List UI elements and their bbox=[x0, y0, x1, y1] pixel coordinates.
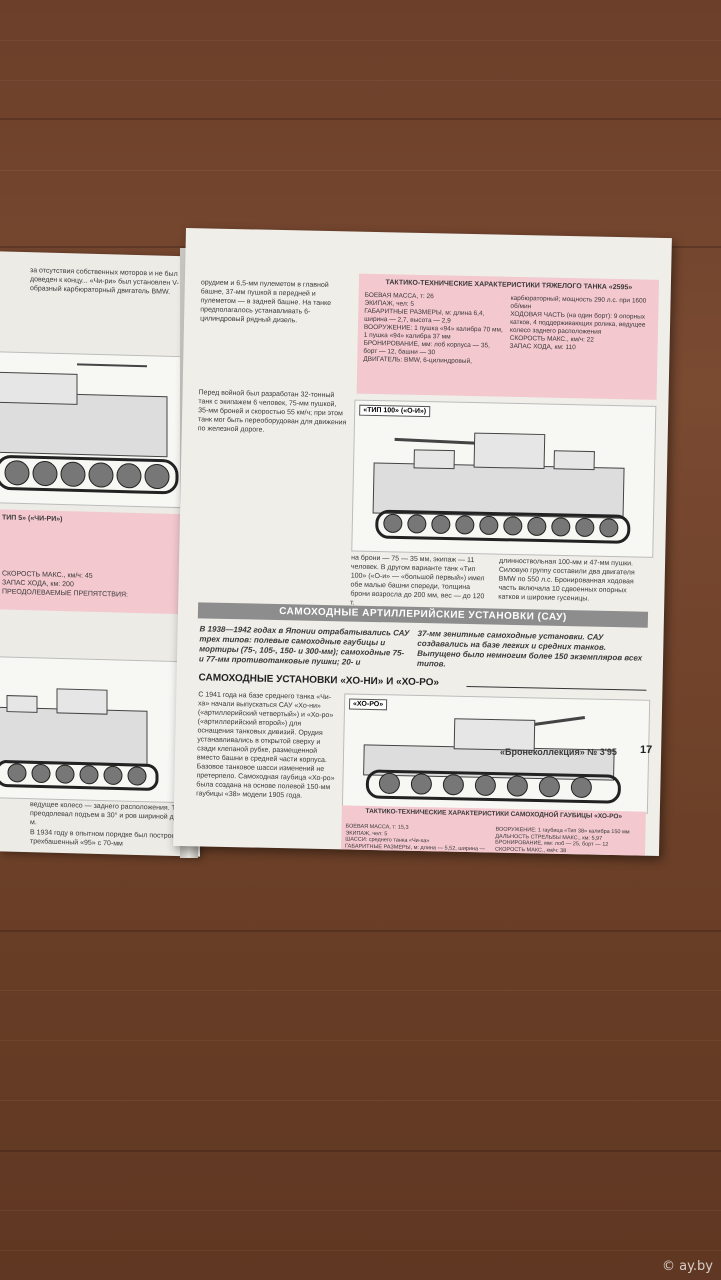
left-column-text: за отсутствия собственных моторов и не б… bbox=[30, 267, 179, 296]
spec-horo-left: БОЕВАЯ МАССА, т: 15,3 ЭКИПАЖ, чел: 5 ШАС… bbox=[344, 823, 486, 857]
spec-title-2595: ТАКТИКО-ТЕХНИЧЕСКИЕ ХАРАКТЕРИСТИКИ ТЯЖЕЛ… bbox=[385, 279, 633, 292]
wood-plank-seam bbox=[0, 930, 721, 932]
left-bottom-text-2: В 1934 году в опытном порядке был постро… bbox=[30, 829, 180, 848]
wood-plank-seam bbox=[0, 118, 721, 120]
tank-drawing-chi-ri bbox=[0, 351, 194, 509]
sau-drawing-ho-ro: «ХО-РО» bbox=[341, 693, 651, 814]
top-column-text: орудием и 6,5-мм пулеметом в главной баш… bbox=[200, 279, 332, 325]
spec-2595-left: БОЕВАЯ МАССА, т: 26 ЭКИПАЖ, чел: 5 ГАБАР… bbox=[363, 291, 503, 366]
subsection-title: САМОХОДНЫЕ УСТАНОВКИ «ХО-НИ» И «ХО-РО» bbox=[198, 672, 440, 689]
watermark: © ay.by bbox=[661, 1259, 713, 1274]
spec-box-ho-ro: ТАКТИКО-ТЕХНИЧЕСКИЕ ХАРАКТЕРИСТИКИ САМОХ… bbox=[341, 805, 646, 857]
spec-text-chi-ri: СКОРОСТЬ МАКС., км/ч: 45 ЗАПАС ХОДА, км:… bbox=[2, 570, 128, 599]
horo-text: С 1941 года на базе среднего танка «Чи-х… bbox=[196, 691, 335, 800]
left-page: за отсутствия собственных моторов и не б… bbox=[0, 251, 200, 857]
spec-box-chi-ri: ТИП 5» («ЧИ-РИ») СКОРОСТЬ МАКС., км/ч: 4… bbox=[0, 509, 196, 615]
spec-2595-right: карбюраторный; мощность 290 л.с. при 160… bbox=[509, 294, 647, 352]
sau-intro-left: В 1938—1942 годах в Японии отрабатывалис… bbox=[198, 624, 410, 667]
right-page: орудием и 6,5-мм пулеметом в главной баш… bbox=[173, 228, 672, 857]
mid-text-bottom-right: длинноствольная 100-мм и 47-мм пушки. Си… bbox=[498, 557, 635, 603]
tank-drawing-type-95 bbox=[0, 656, 194, 804]
subsection-rule bbox=[466, 685, 647, 691]
page-footer: «Бронеколлекция» № 3'95 bbox=[500, 747, 617, 757]
spec-box-2595: ТАКТИКО-ТЕХНИЧЕСКИЕ ХАРАКТЕРИСТИКИ ТЯЖЕЛ… bbox=[356, 273, 660, 400]
tank-drawing-type-100: «ТИП 100» («О-И») bbox=[351, 399, 657, 558]
spec-horo-right: ВООРУЖЕНИЕ: 1 гаубица «Тип 38» калибра 1… bbox=[494, 826, 630, 857]
wood-plank-seam bbox=[0, 1150, 721, 1152]
spec-title-ho-ro: ТАКТИКО-ТЕХНИЧЕСКИЕ ХАРАКТЕРИСТИКИ САМОХ… bbox=[365, 807, 623, 821]
sau-intro-right: 37-мм зенитные самоходные установки. САУ… bbox=[416, 628, 643, 669]
mid-text-bottom: на брони — 75 — 35 мм, экипаж — 11 челов… bbox=[350, 554, 485, 607]
magazine-spread: за отсутствия собственных моторов и не б… bbox=[0, 228, 690, 858]
page-number: 17 bbox=[640, 744, 653, 756]
left-bottom-text: ведущее колесо — заднего расположения. Т… bbox=[30, 801, 187, 827]
section-header-sau: САМОХОДНЫЕ АРТИЛЛЕРИЙСКИЕ УСТАНОВКИ (САУ… bbox=[197, 602, 649, 628]
tank-label-chi-ri: ТИП 5» («ЧИ-РИ») bbox=[2, 514, 63, 524]
mid-text-left: Перед войной был разработан 32-тонный та… bbox=[197, 389, 347, 434]
